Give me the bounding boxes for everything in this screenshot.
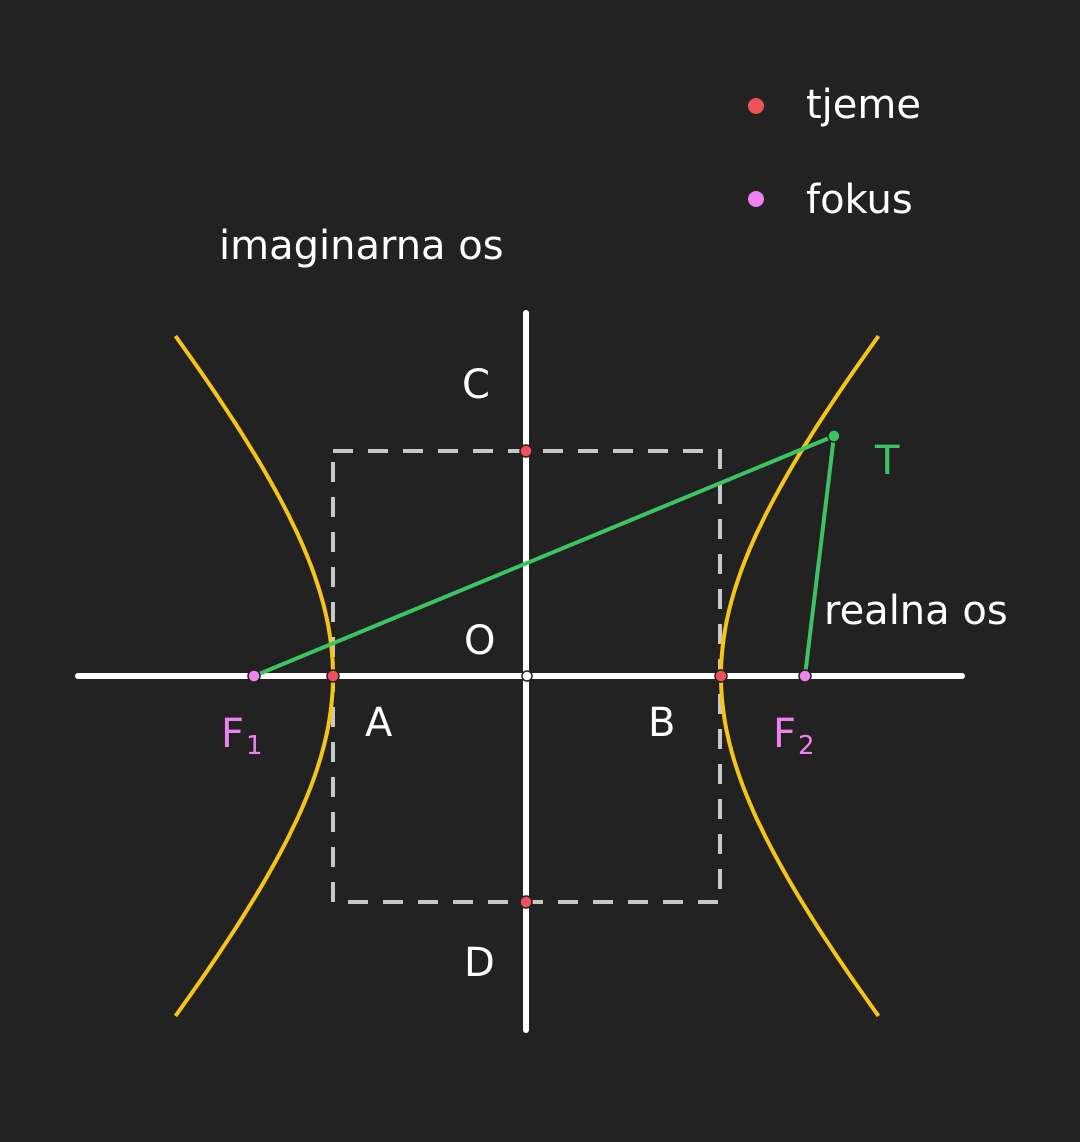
legend-vertex-dot <box>748 98 764 114</box>
label-f2: F <box>773 711 796 757</box>
label-d: D <box>464 940 495 986</box>
vertex-point-d <box>519 895 533 909</box>
label-o: O <box>464 618 495 664</box>
label-f1: F <box>221 711 244 757</box>
label-f2-subscript: 2 <box>798 731 815 761</box>
point-t <box>827 429 841 443</box>
real-axis-label: realna os <box>824 588 1008 634</box>
label-a: A <box>365 700 393 746</box>
imaginary-axis-label: imaginarna os <box>219 223 504 269</box>
focus-point-f1 <box>247 669 261 683</box>
label-b: B <box>648 700 675 746</box>
legend-vertex-label: tjeme <box>806 82 921 128</box>
vertex-point-c <box>519 444 533 458</box>
focal-radius-f1-t <box>253 434 835 678</box>
center-point-o <box>521 670 533 682</box>
vertex-point-b <box>714 669 728 683</box>
label-c: C <box>462 362 490 408</box>
label-t: T <box>874 438 900 484</box>
legend-focus-dot <box>748 191 764 207</box>
label-f1-subscript: 1 <box>246 731 263 761</box>
vertex-point-a <box>326 669 340 683</box>
legend-focus-label: fokus <box>806 177 913 223</box>
focus-point-f2 <box>798 669 812 683</box>
focal-radius-f2-t <box>803 435 836 677</box>
